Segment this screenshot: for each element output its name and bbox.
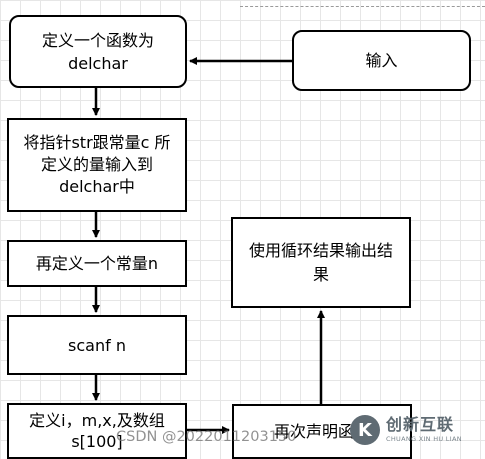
node-scanf-n[interactable]: scanf n — [7, 315, 187, 375]
node-input[interactable]: 输入 — [292, 30, 471, 91]
node-define-n[interactable]: 再定义一个常量n — [7, 240, 187, 287]
brand-mark-icon: K — [350, 415, 380, 445]
node-define-vars[interactable]: 定义i，m,x,及数组 s[100] — [7, 403, 187, 459]
node-define-function[interactable]: 定义一个函数为 delchar — [9, 15, 187, 88]
brand-logo: K 创新互联 CHUANG XIN HU LIAN — [350, 408, 482, 452]
node-declare-again[interactable]: 再次声明函数 — [232, 404, 412, 459]
brand-name: 创新互联 — [386, 415, 455, 435]
node-pointer-input[interactable]: 将指针str跟常量c 所 定义的量输入到 delchar中 — [7, 118, 187, 212]
csdn-watermark: CSDN @2022011203150 — [116, 429, 297, 445]
node-loop-output[interactable]: 使用循环结果输出结 果 — [231, 217, 411, 308]
top-dashed-guide — [240, 6, 485, 7]
brand-subtitle: CHUANG XIN HU LIAN — [386, 435, 462, 444]
